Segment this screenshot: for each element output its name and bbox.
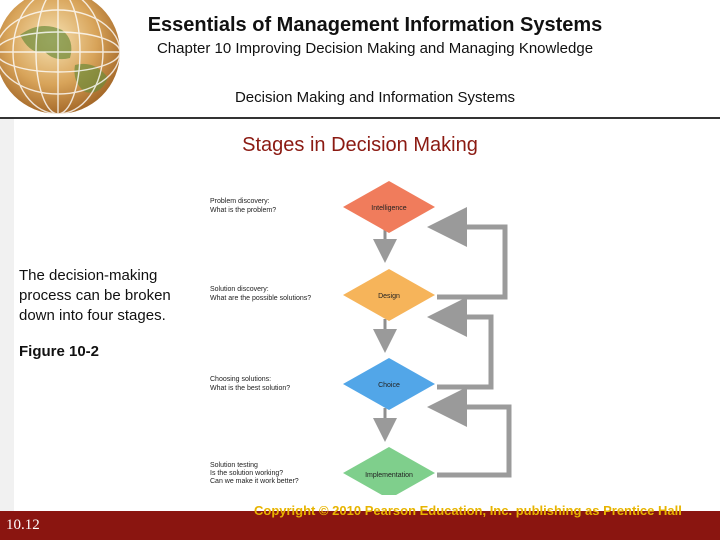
stage-intelligence-label: Intelligence	[371, 205, 407, 212]
stage-choice-q2: What is the best solution?	[210, 385, 290, 392]
feedback-loops	[427, 207, 512, 478]
slide-number: 10.12	[6, 517, 40, 533]
stage-choice-diamond	[343, 358, 435, 410]
section-title: Decision Making and Information Systems	[234, 89, 516, 106]
stage-intelligence: Intelligence Problem discovery: What is …	[210, 181, 435, 233]
stage-design: Design Solution discovery: What are the …	[210, 269, 435, 321]
stage-implementation: Implementation Solution testing Is the s…	[210, 447, 435, 495]
stage-implementation-q2: Is the solution working?	[210, 470, 283, 477]
stage-choice-label: Choice	[378, 382, 400, 389]
slide-header: Essentials of Management Information Sys…	[0, 0, 720, 118]
stage-implementation-diamond	[343, 447, 435, 495]
stage-choice-q1: Choosing solutions:	[210, 376, 271, 383]
figure-label: Figure 10-2	[19, 343, 100, 360]
globe-icon	[0, 0, 120, 118]
stage-design-diamond	[343, 269, 435, 321]
left-band	[0, 119, 14, 511]
stage-design-q2: What are the possible solutions?	[210, 295, 311, 302]
footer-bar	[0, 511, 720, 540]
stage-intelligence-diamond	[343, 181, 435, 233]
stage-choice: Choice Choosing solutions: What is the b…	[210, 358, 435, 410]
stage-design-q1: Solution discovery:	[210, 286, 269, 293]
header-title: Essentials of Management Information Sys…	[147, 14, 603, 36]
slide-body-text: The decision-making process can be broke…	[19, 267, 171, 324]
stage-implementation-q3: Can we make it work better?	[210, 478, 299, 485]
stage-intelligence-q2: What is the problem?	[210, 207, 276, 214]
stage-design-label: Design	[378, 293, 400, 300]
stage-implementation-q1: Solution testing	[210, 462, 258, 469]
stage-intelligence-q1: Problem discovery:	[210, 198, 270, 205]
header-subtitle: Chapter 10 Improving Decision Making and…	[156, 40, 594, 57]
decision-stages-diagram: Intelligence Problem discovery: What is …	[210, 181, 512, 495]
stage-implementation-label: Implementation	[365, 472, 413, 479]
slide-title: Stages in Decision Making	[242, 134, 478, 156]
copyright-notice: Copyright © 2010 Pearson Education, Inc.…	[254, 503, 682, 518]
header-divider	[0, 117, 720, 119]
